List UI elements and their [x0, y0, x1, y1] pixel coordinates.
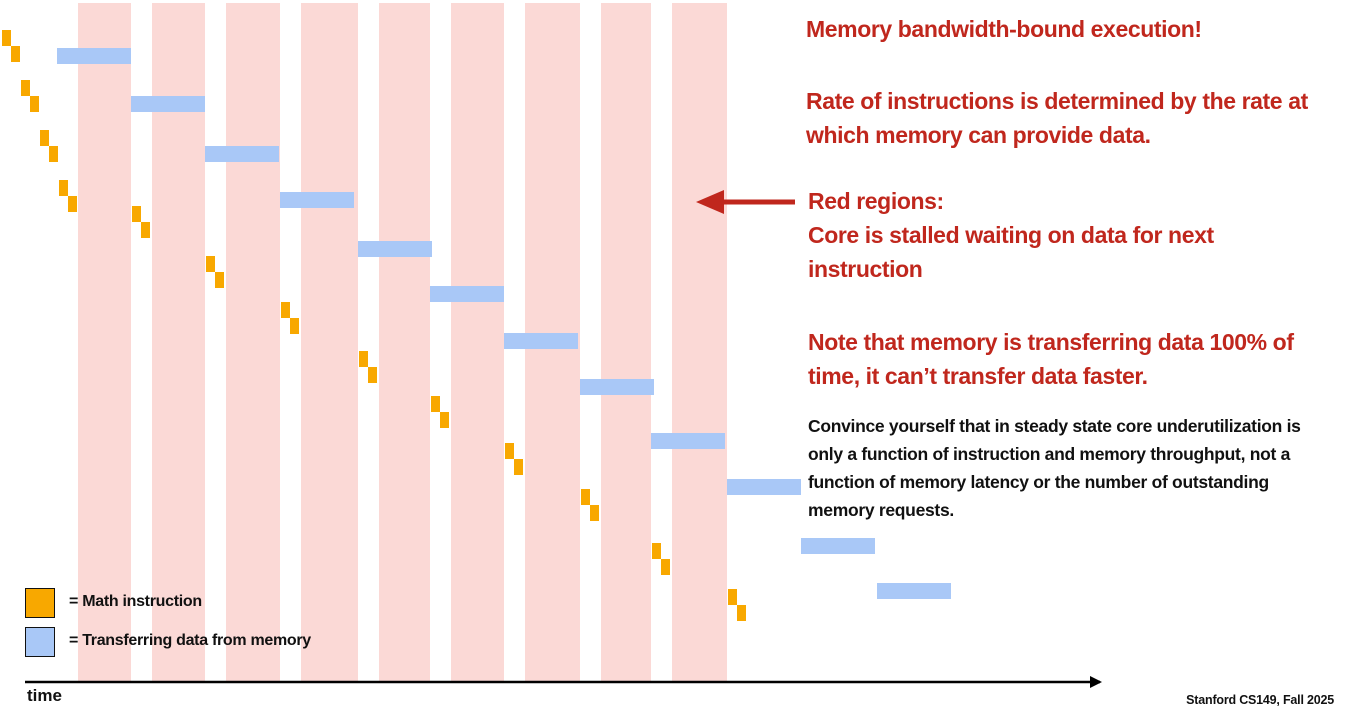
memory-transfer-bar: [580, 379, 654, 395]
stall-region: [379, 3, 430, 681]
callout-arrow: [696, 190, 795, 214]
stall-region: [301, 3, 358, 681]
math-instruction: [40, 130, 49, 146]
convince-paragraph: Convince yourself that in steady state c…: [808, 416, 1301, 520]
stall-region: [78, 3, 131, 681]
red-regions-callout: Red regions: Core is stalled waiting on …: [808, 184, 1308, 286]
time-axis-label: time: [27, 686, 62, 705]
math-instruction: [21, 80, 30, 96]
math-instruction: [728, 589, 737, 605]
course-footer: Stanford CS149, Fall 2025: [1186, 693, 1334, 707]
memory-transfer-bar: [57, 48, 131, 64]
stall-region: [672, 3, 727, 681]
math-instruction: [431, 396, 440, 412]
memory-transfer-bar: [727, 479, 801, 495]
math-instruction: [206, 256, 215, 272]
legend-math-swatch: [25, 588, 55, 618]
math-instruction: [737, 605, 746, 621]
rate-explanation: Rate of instructions is determined by th…: [806, 88, 1308, 148]
math-instruction: [290, 318, 299, 334]
memory-transfer-bar: [280, 192, 354, 208]
math-instruction: [141, 222, 150, 238]
math-instruction: [30, 96, 39, 112]
math-instruction: [590, 505, 599, 521]
math-instruction: [652, 543, 661, 559]
memory-transfer-bar: [651, 433, 725, 449]
math-instruction: [581, 489, 590, 505]
stall-region: [152, 3, 205, 681]
math-instruction: [11, 46, 20, 62]
stall-region: [226, 3, 280, 681]
stall-region: [601, 3, 651, 681]
math-instruction: [661, 559, 670, 575]
math-instruction: [514, 459, 523, 475]
math-instruction: [440, 412, 449, 428]
memory-utilization-note: Note that memory is transferring data 10…: [808, 329, 1294, 389]
math-instruction: [505, 443, 514, 459]
memory-transfer-bar: [504, 333, 578, 349]
math-instruction: [49, 146, 58, 162]
math-instruction: [281, 302, 290, 318]
math-instruction: [2, 30, 11, 46]
math-instruction: [132, 206, 141, 222]
legend-math-label: = Math instruction: [69, 593, 202, 610]
math-instruction: [368, 367, 377, 383]
math-instruction: [59, 180, 68, 196]
math-instruction: [359, 351, 368, 367]
heading-bandwidth-bound: Memory bandwidth-bound execution!: [806, 16, 1202, 42]
memory-transfer-bar: [131, 96, 205, 112]
math-instruction: [68, 196, 77, 212]
memory-transfer-bar: [430, 286, 504, 302]
stall-region: [451, 3, 504, 681]
red-regions-body: Core is stalled waiting on data for next…: [808, 222, 1214, 282]
memory-transfer-bar: [205, 146, 279, 162]
legend-memory-label: = Transferring data from memory: [69, 632, 311, 649]
red-regions-heading: Red regions:: [808, 188, 944, 214]
memory-transfer-bar: [801, 538, 875, 554]
memory-transfer-bar: [877, 583, 951, 599]
math-instruction: [215, 272, 224, 288]
memory-transfer-bar: [358, 241, 432, 257]
legend-memory-swatch: [25, 627, 55, 657]
